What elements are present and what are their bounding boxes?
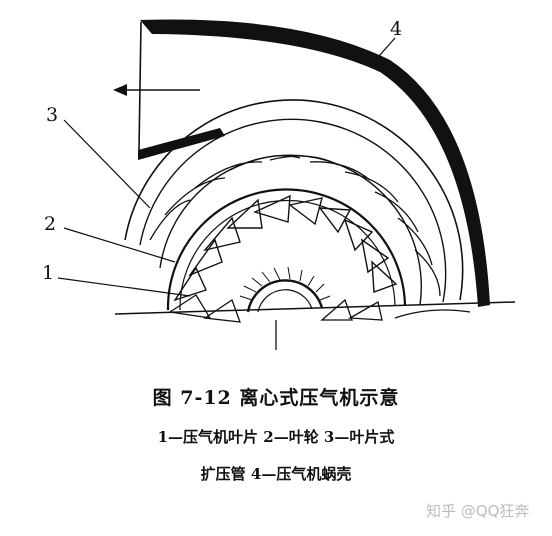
diffuser-mid-ring: [139, 118, 447, 303]
caption-title: 图 7-12 离心式压气机示意: [152, 387, 400, 409]
impeller-hub-inner: [257, 289, 313, 313]
blade-roots: [168, 294, 471, 323]
diffuser-vanes: [149, 155, 441, 297]
label-1: 1: [42, 262, 55, 284]
label-3: 3: [46, 104, 59, 126]
compressor-diagram: [57, 19, 516, 350]
diffuser-inner-ring: [159, 154, 423, 306]
leader-line-4: [371, 37, 396, 65]
impeller-disk-inner: [179, 199, 396, 311]
hub-hatching: [239, 266, 331, 301]
leader-line-2: [63, 227, 176, 263]
caption-line-2: 扩压管 4—压气机蜗壳: [200, 465, 352, 483]
casing-left-wall: [138, 21, 142, 151]
leader-line-1: [57, 277, 191, 297]
base-line: [114, 301, 516, 315]
flow-arrow-head: [113, 84, 127, 96]
diffuser-outer-ring: [124, 99, 464, 301]
impeller-hub: [246, 279, 324, 313]
impeller-blades: [173, 194, 398, 302]
casing-lip: [138, 128, 225, 160]
label-4: 4: [390, 18, 403, 40]
volute-casing: [140, 19, 490, 307]
caption-line-1: 1—压气机叶片 2—叶轮 3—叶片式: [157, 428, 395, 446]
watermark: 知乎 @QQ狂奔: [426, 502, 530, 520]
label-2: 2: [44, 213, 57, 235]
impeller-disk: [166, 188, 407, 311]
leader-line-3: [63, 119, 151, 209]
